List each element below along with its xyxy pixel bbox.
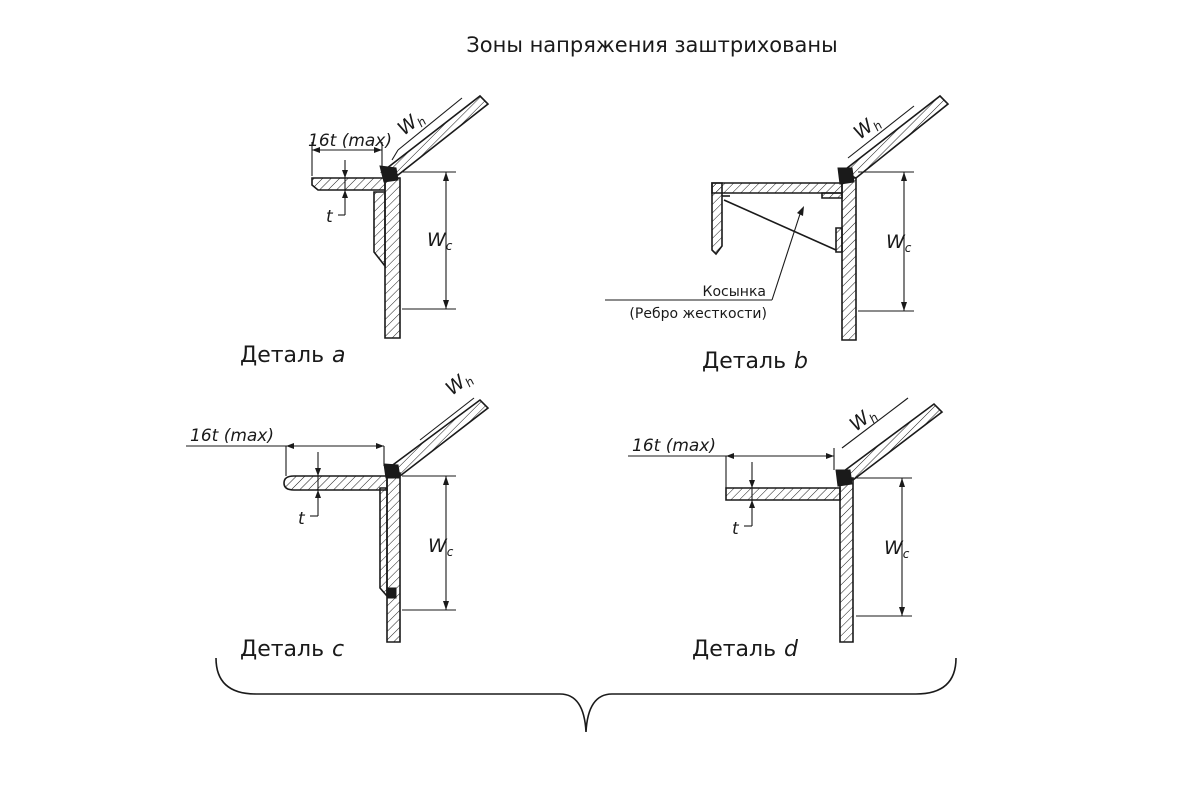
detail-a-wh: Wh xyxy=(394,106,430,141)
detail-c-web xyxy=(386,472,401,643)
page-title: Зоны напряжения заштрихованы xyxy=(466,33,837,57)
detail-d-dim-16t: 16t (max) xyxy=(632,436,716,456)
detail-c-dim-t: t xyxy=(298,509,306,529)
detail-b-top-plate xyxy=(711,182,843,194)
detail-a-inclined-plate xyxy=(380,94,490,176)
grouping-brace xyxy=(215,657,957,733)
detail-c-wc: Wc xyxy=(428,535,454,559)
detail-c-doubler xyxy=(379,487,388,599)
detail-c-inclined-plate xyxy=(384,398,490,477)
detail-d-wc: Wc xyxy=(884,537,910,561)
detail-b-note-1: Косынка xyxy=(703,284,766,300)
detail-b-wc: Wc xyxy=(886,231,912,255)
detail-c-weld-bottom xyxy=(386,587,397,599)
detail-d-dim-t: t xyxy=(732,519,740,539)
detail-d-wh: Wh xyxy=(846,402,882,437)
detail-b-bracket-web xyxy=(835,227,843,253)
detail-a-dim-t: t xyxy=(326,207,334,227)
detail-a-flange xyxy=(311,177,386,191)
detail-d-weld xyxy=(835,469,853,487)
detail-b-note-2: (Ребро жесткости) xyxy=(629,306,767,322)
detail-c-wh: Wh xyxy=(442,366,478,401)
detail-c-weld-top xyxy=(383,463,401,479)
detail-b-web xyxy=(841,177,857,341)
detail-a-web xyxy=(384,177,401,339)
detail-d-flange xyxy=(725,487,841,501)
detail-a-doubler xyxy=(373,191,386,269)
detail-b-bracket-top xyxy=(821,192,843,199)
detail-b-left-flange xyxy=(711,182,723,256)
detail-a-weld xyxy=(379,165,399,183)
detail-a-dim-16t: 16t (max) xyxy=(308,131,392,151)
detail-c-flange xyxy=(283,475,388,491)
detail-a-wc: Wc xyxy=(427,229,453,253)
detail-c-dim-16t: 16t (max) xyxy=(190,426,274,446)
detail-b-weld xyxy=(837,167,855,185)
detail-d-web xyxy=(839,477,854,643)
detail-b-wh: Wh xyxy=(850,110,886,145)
